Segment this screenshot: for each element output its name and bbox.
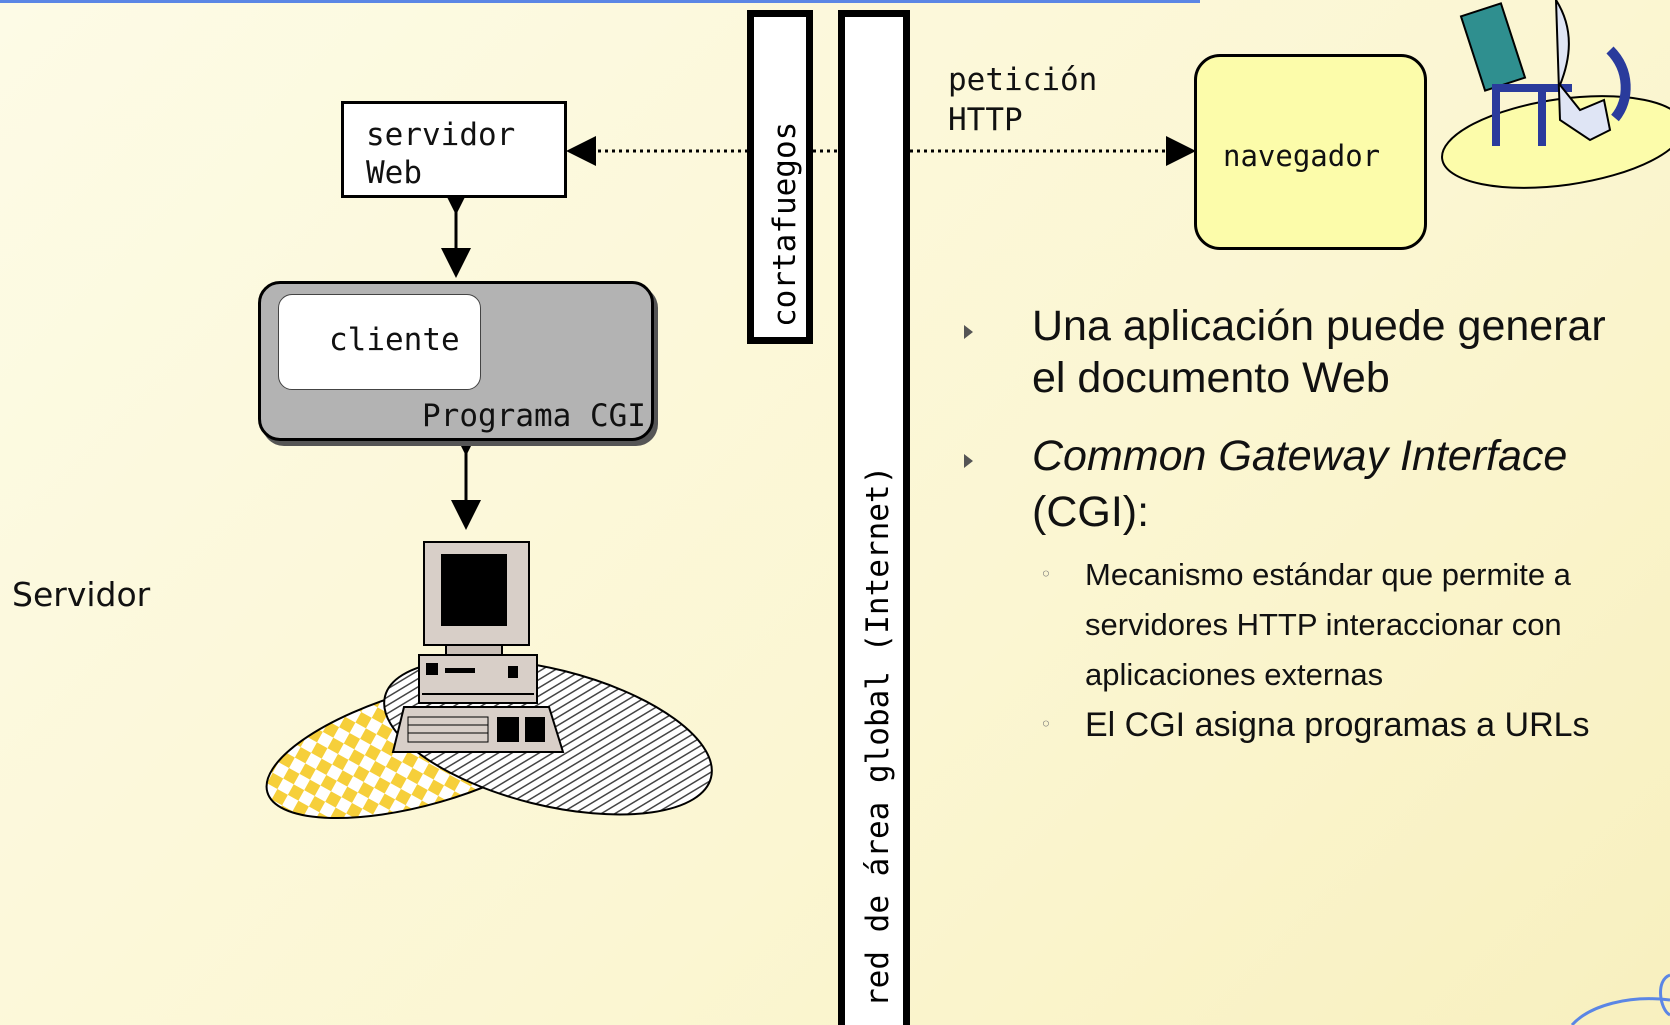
sub-bullet-2: El CGI asigna programas a URLs (1085, 706, 1590, 744)
cgi-program-label: Programa CGI (422, 398, 646, 434)
sub-bullet-icon: ◦ (1040, 562, 1052, 586)
bullet-triangle-icon (964, 454, 973, 468)
wan-label: red de área global (Internet) (860, 465, 896, 1007)
desktop-computer-graphic (391, 541, 565, 753)
bullet-2-italic: Common Gateway Interface (1032, 432, 1568, 480)
web-server-label: servidor Web (366, 117, 516, 191)
client-box: cliente (278, 294, 481, 390)
user-illustration (1441, 0, 1670, 189)
sub-bullet-1-line-1: Mecanismo estándar que permite a (1085, 557, 1571, 592)
client-label: cliente (329, 322, 460, 358)
top-accent-line (0, 0, 1200, 3)
sub-bullet-1-line-3: aplicaciones externas (1085, 657, 1384, 692)
firewall-label: cortafuegos (767, 121, 803, 327)
web-server-box: servidor Web (341, 101, 567, 198)
firewall-bar: cortafuegos (747, 10, 813, 344)
bullet-1-line-1: Una aplicación puede generar (1032, 302, 1606, 350)
wan-bar: red de área global (Internet) (838, 10, 910, 1025)
corner-decoration (1570, 973, 1670, 1025)
sub-bullet-1-line-2: servidores HTTP interaccionar con (1085, 607, 1562, 642)
sub-bullet-icon: ◦ (1040, 712, 1052, 736)
http-request-label: petición HTTP (948, 62, 1098, 138)
server-label: Servidor (12, 575, 151, 614)
browser-label: navegador (1223, 139, 1381, 173)
bullet-1-line-2: el documento Web (1032, 354, 1390, 402)
bullet-triangle-icon (964, 325, 973, 339)
bullet-2-rest: (CGI): (1032, 488, 1150, 536)
browser-box: navegador (1194, 54, 1427, 250)
